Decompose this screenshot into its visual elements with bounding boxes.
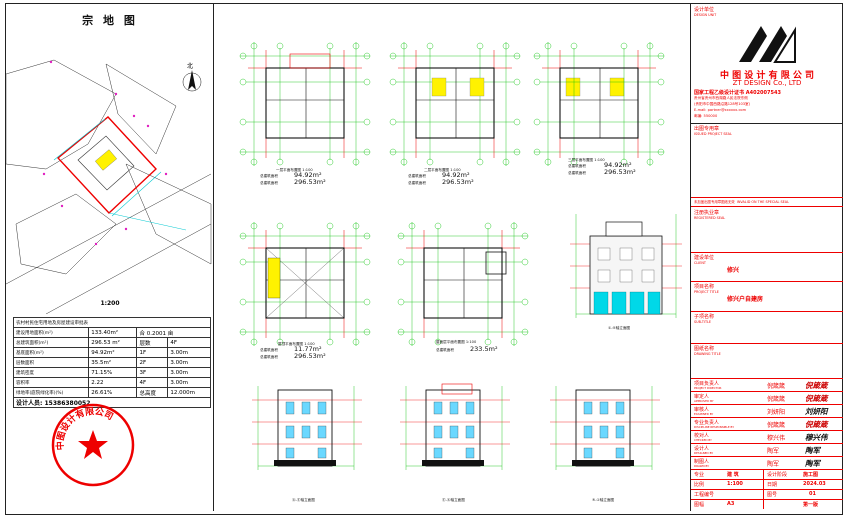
drawing-info-grid: 专业 建 筑 设计阶段 施工图 比例 1:100 日期 2024.03 工程编号… — [691, 470, 843, 510]
signature: 倪箴箴 — [805, 394, 828, 403]
plan-total-area: 296.53m² — [294, 178, 326, 186]
plan-area: 94.92m² — [604, 161, 632, 169]
site-plan-scale: 1:200 — [100, 300, 120, 307]
site-plan-drawing — [6, 59, 212, 314]
elevation-title: ①-⑤轴立面图 — [608, 326, 631, 330]
paper-size: A3 — [727, 501, 735, 507]
drawing-frame — [5, 3, 843, 515]
license: 国家工程乙级设计证书 A402007543 — [694, 90, 781, 96]
company-seal-icon: 中图设计有限公司 — [51, 403, 135, 487]
roof-plan — [239, 221, 371, 347]
site-plan-panel: 宗 地 图 北 1:200 农村村民住宅用地及房屋建设审批表 建设用地面积( — [6, 4, 214, 511]
seal-notice: 未加盖出图专用章图纸无效 — [694, 200, 735, 204]
third-floor-plan — [533, 41, 665, 167]
designer-contact: 设计人员: 15386380052 — [13, 397, 211, 408]
signature: 倪箴箴 — [805, 381, 828, 390]
plan-area: 94.92m² — [294, 171, 322, 179]
plan-total-area: 296.53m² — [604, 168, 636, 176]
first-floor-plan — [239, 41, 371, 167]
plan-total-area: 296.53m² — [442, 178, 474, 186]
registered-seal-label: 注册执业章 — [694, 210, 720, 216]
plan-area: 233.5m² — [470, 345, 498, 353]
architectural-drawings — [239, 41, 682, 471]
second-floor-plan — [389, 41, 521, 167]
company-name-en: ZT DESIGN Co., LTD — [732, 79, 802, 87]
elevation-title: Ⓐ-Ⓔ轴立面图 — [292, 498, 315, 502]
drawing-sheet: 一层平面布置图 1:100 总建筑面积 94.92m² 总建筑面积 296.53… — [216, 4, 688, 511]
signature: 陶军 — [805, 446, 820, 455]
company-name: 中 图 设 计 有 限 公 司 — [720, 71, 814, 81]
signature: 陶军 — [805, 459, 820, 468]
plan-area: 11.77m² — [294, 345, 322, 353]
plan-title: 二层平面布置图 1:100 — [424, 168, 461, 172]
project-name: 修兴户自建房 — [727, 296, 764, 303]
plan-area: 94.92m² — [442, 171, 470, 179]
design-phase: 施工图 — [803, 472, 819, 478]
plan-title: 屋顶平面布置图 1:100 — [278, 342, 315, 346]
drawing-date: 2024.03 — [803, 481, 826, 487]
title-block: 设计单位 DESIGN UNIT 中 图 设 计 有 限 公 司 ZT DESI… — [690, 4, 843, 511]
roof-top-plan — [397, 221, 529, 347]
plan-title: 三层平面布置图 1:100 — [568, 158, 605, 162]
north-label: 北 — [187, 63, 194, 70]
design-unit-label: 设计单位 — [694, 7, 715, 13]
signature: 刘妍阳 — [805, 407, 828, 416]
front-elevation — [570, 214, 682, 318]
drawing-scale: 1:100 — [727, 481, 743, 487]
elevation-title: ⑤-①轴立面图 — [592, 498, 615, 502]
plan-total-area: 296.53m² — [294, 352, 326, 360]
elevation-title: Ⓔ-Ⓐ轴立面图 — [442, 498, 465, 502]
signature: 穆兴伟 — [805, 433, 828, 442]
issued-seal-label: 出图专用章 — [694, 126, 720, 132]
client-name: 修兴 — [727, 267, 740, 274]
plan-title: 一层平面布置图 1:100 — [276, 168, 313, 172]
signature: 倪箴箴 — [805, 420, 828, 429]
drawing-number: 01 — [809, 491, 816, 497]
discipline: 建 筑 — [727, 472, 739, 478]
version: 第一版 — [803, 502, 819, 508]
plan-title: 屋面层平面布置图 1:100 — [436, 340, 477, 344]
table-header: 农村村民住宅用地及房屋建设审批表 — [13, 317, 211, 328]
company-logo-icon — [739, 26, 796, 63]
site-plan-title: 宗 地 图 — [82, 14, 138, 27]
